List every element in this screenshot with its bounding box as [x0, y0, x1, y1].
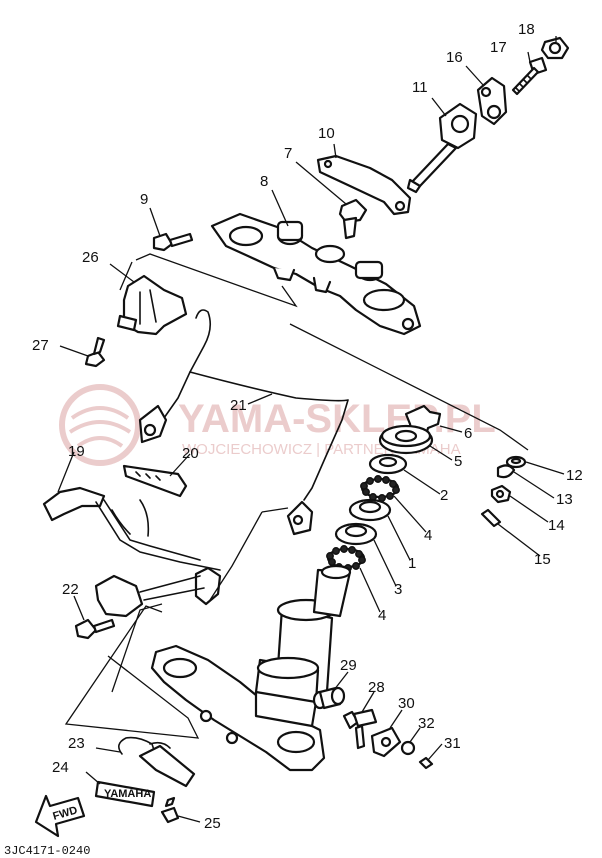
callout-6: 6: [464, 425, 472, 442]
part-4-bearing-upper: [360, 475, 400, 502]
part-32-washer: [400, 740, 416, 756]
callout-13: 13: [556, 491, 573, 508]
watermark-title: YAMA-SKLEP.PL: [178, 397, 496, 441]
callout-30: 30: [398, 695, 415, 712]
part-lower-bracket: [150, 564, 352, 772]
part-24-emblem-bracket: YAMAHA: [94, 744, 196, 808]
watermark: YAMA-SKLEP.PL WOJCIECHOWICZ | PARTNER YA…: [59, 384, 496, 466]
callout-1: 1: [408, 555, 416, 572]
part-9-bolt: [152, 232, 194, 252]
fwd-arrow-icon: FWD: [34, 794, 86, 838]
part-17-bolt: [511, 56, 548, 96]
callout-15: 15: [534, 551, 551, 568]
part-22-bolt: [74, 618, 116, 640]
callout-17: 17: [490, 39, 507, 56]
plate-emblem-label: YAMAHA: [104, 788, 151, 800]
callout-3: 3: [394, 581, 402, 598]
part-31-screw: [418, 756, 434, 770]
callout-26: 26: [82, 249, 99, 266]
callout-28: 28: [368, 679, 385, 696]
part-20-strap: [122, 464, 188, 498]
callout-12: 12: [566, 467, 583, 484]
part-23-clip: [118, 736, 171, 757]
callout-31: 31: [444, 735, 461, 752]
callout-9: 9: [140, 191, 148, 208]
callout-2: 2: [440, 487, 448, 504]
part-16-bracket: [476, 76, 508, 126]
part-3-race-lower: [334, 522, 378, 546]
assembly-lines: [64, 253, 529, 739]
part-30-plate: [370, 726, 402, 758]
part-15-pin: [480, 508, 502, 528]
callout-4b: 4: [378, 607, 386, 624]
callout-14: 14: [548, 517, 565, 534]
part-25-screw: [160, 796, 180, 824]
callout-20: 20: [182, 445, 199, 462]
callout-leaders: [57, 36, 565, 823]
part-28-bolt: [342, 708, 378, 750]
callout-8: 8: [260, 173, 268, 190]
part-12-washer: [505, 455, 527, 469]
callout-10: 10: [318, 125, 335, 142]
part-29-bushing: [312, 686, 346, 710]
part-26-bracket: [116, 274, 188, 336]
part-10-plate: [316, 154, 412, 216]
callout-18: 18: [518, 21, 535, 38]
part-7-bolt: [338, 198, 368, 240]
callout-11: 11: [412, 79, 428, 96]
callout-29: 29: [340, 657, 357, 674]
part-14-nut: [490, 484, 512, 504]
callout-24: 24: [52, 759, 69, 776]
part-27-bolt: [84, 336, 106, 368]
part-13-clip: [496, 464, 516, 479]
callout-27: 27: [32, 337, 49, 354]
callout-4a: 4: [424, 527, 432, 544]
part-18-cap-nut: [540, 36, 570, 60]
callout-16: 16: [446, 49, 463, 66]
callout-5: 5: [454, 453, 462, 470]
diagram-code: 3JC4171-0240: [4, 844, 90, 858]
callout-22: 22: [62, 581, 79, 598]
part-5-ring-nut: [378, 424, 434, 455]
part-8-upper-bracket: [210, 212, 422, 336]
callout-7: 7: [284, 145, 292, 162]
callout-32: 32: [418, 715, 435, 732]
part-11-holder: [406, 102, 478, 194]
part-1-race-upper: [348, 498, 392, 522]
callout-labels: 18 17 16 11 10 7 8 9 26 27 21 6 5 2 4 1 …: [32, 21, 583, 832]
callout-19: 19: [68, 443, 85, 460]
callout-23: 23: [68, 735, 85, 752]
part-4-bearing-lower: [326, 545, 366, 572]
callout-25: 25: [204, 815, 221, 832]
part-21-wire: [138, 309, 349, 536]
part-2-washer: [368, 453, 408, 475]
callout-21: 21: [230, 397, 247, 414]
watermark-logo: [59, 384, 141, 466]
